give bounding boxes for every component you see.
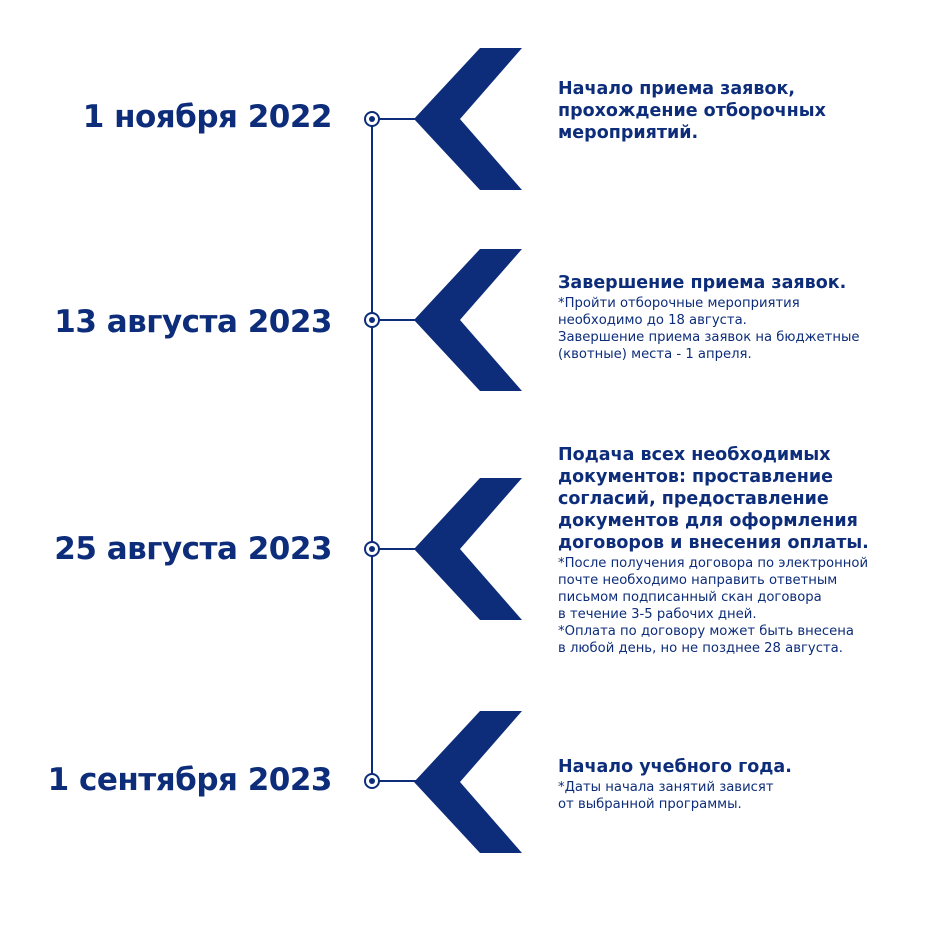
event-date: 1 сентября 2023 bbox=[47, 762, 333, 798]
chevron-left-icon bbox=[414, 478, 522, 620]
event-title: Начало учебного года. bbox=[558, 757, 792, 777]
event-description: Подача всех необходимых документов: прос… bbox=[558, 444, 918, 657]
event-description: Начало приема заявок, прохождение отборо… bbox=[558, 78, 918, 144]
event-description: Начало учебного года. *Даты начала занят… bbox=[558, 756, 918, 813]
chevron-left-icon bbox=[414, 48, 522, 190]
event-description: Завершение приема заявок. *Пройти отборо… bbox=[558, 272, 918, 363]
event-note: *После получения договора по электронной… bbox=[558, 556, 869, 656]
event-note: *Пройти отборочные мероприятия необходим… bbox=[558, 296, 860, 362]
event-date: 13 августа 2023 bbox=[54, 304, 332, 340]
timeline-node-dot-3 bbox=[369, 546, 375, 552]
event-title: Подача всех необходимых документов: прос… bbox=[558, 445, 869, 553]
timeline-node-dot-4 bbox=[369, 778, 375, 784]
timeline-node-dot-2 bbox=[369, 317, 375, 323]
chevron-left-icon bbox=[414, 711, 522, 853]
timeline-marker-3 bbox=[364, 478, 522, 620]
timeline-marker-2 bbox=[364, 249, 522, 391]
event-date: 1 ноября 2022 bbox=[82, 99, 333, 135]
event-note: *Даты начала занятий зависят от выбранно… bbox=[558, 780, 774, 812]
timeline-node-dot-1 bbox=[369, 116, 375, 122]
event-date: 25 августа 2023 bbox=[54, 531, 332, 567]
timeline-marker-1 bbox=[364, 48, 522, 190]
event-title: Начало приема заявок, прохождение отборо… bbox=[558, 79, 826, 143]
timeline-marker-4 bbox=[364, 711, 522, 853]
chevron-left-icon bbox=[414, 249, 522, 391]
event-title: Завершение приема заявок. bbox=[558, 273, 847, 293]
